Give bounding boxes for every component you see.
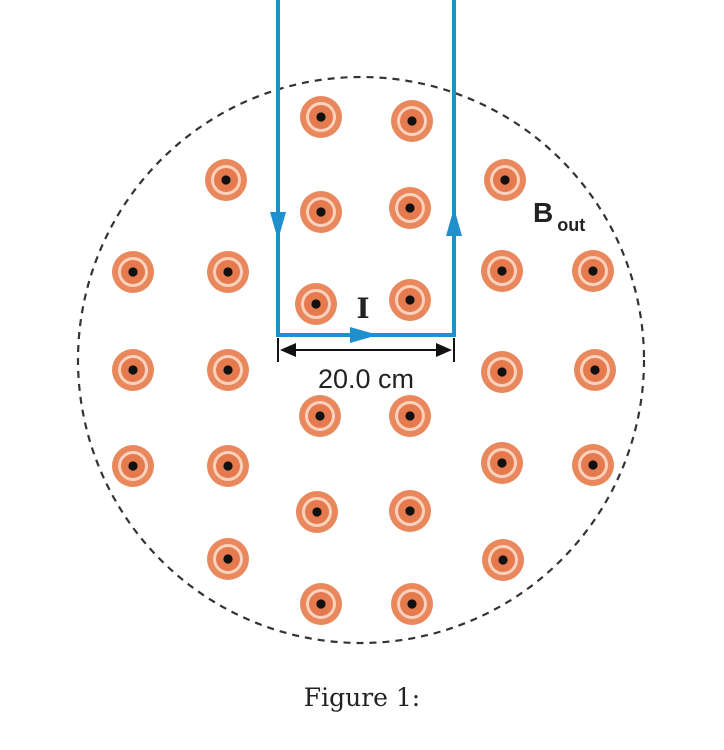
dot-out-of-page-icon	[207, 349, 249, 391]
dot-out-of-page-icon	[300, 583, 342, 625]
dot-out-of-page-icon	[389, 187, 431, 229]
current-label: I	[356, 292, 369, 325]
figure-caption: Figure 1:	[303, 683, 421, 712]
dot-out-of-page-icon	[300, 96, 342, 138]
up-arrow-icon	[446, 208, 462, 236]
dot-out-of-page-icon	[574, 349, 616, 391]
dimension-label: 20.0 cm	[318, 364, 414, 394]
field-dots-group	[112, 96, 616, 625]
dimension-arrowhead-left	[280, 343, 296, 357]
right-arrow-icon	[350, 327, 378, 343]
current-loop	[270, 0, 462, 343]
dot-out-of-page-icon	[481, 250, 523, 292]
dot-out-of-page-icon	[481, 442, 523, 484]
dot-out-of-page-icon	[482, 539, 524, 581]
field-label-symbol: B	[533, 197, 553, 228]
field-label-subscript: out	[557, 215, 585, 235]
width-dimension: 20.0 cm	[277, 338, 455, 394]
dot-out-of-page-icon	[112, 445, 154, 487]
dimension-arrowhead-right	[436, 343, 452, 357]
dot-out-of-page-icon	[389, 395, 431, 437]
dot-out-of-page-icon	[389, 490, 431, 532]
field-label: B out	[533, 197, 585, 235]
field-region-boundary	[76, 75, 646, 645]
dot-out-of-page-icon	[207, 251, 249, 293]
dot-out-of-page-icon	[481, 351, 523, 393]
dot-out-of-page-icon	[296, 491, 338, 533]
dot-out-of-page-icon	[205, 159, 247, 201]
dot-out-of-page-icon	[207, 538, 249, 580]
dot-out-of-page-icon	[299, 395, 341, 437]
dot-out-of-page-icon	[389, 279, 431, 321]
dot-out-of-page-icon	[300, 191, 342, 233]
dot-out-of-page-icon	[572, 250, 614, 292]
dot-out-of-page-icon	[112, 251, 154, 293]
dot-out-of-page-icon	[572, 444, 614, 486]
dot-out-of-page-icon	[295, 283, 337, 325]
dot-out-of-page-icon	[112, 349, 154, 391]
dot-out-of-page-icon	[391, 583, 433, 625]
dot-out-of-page-icon	[484, 159, 526, 201]
magnetic-field-diagram: 20.0 cm I B out	[76, 0, 646, 645]
down-arrow-icon	[270, 212, 286, 240]
dot-out-of-page-icon	[207, 445, 249, 487]
dot-out-of-page-icon	[391, 100, 433, 142]
wire-path	[276, 0, 456, 337]
